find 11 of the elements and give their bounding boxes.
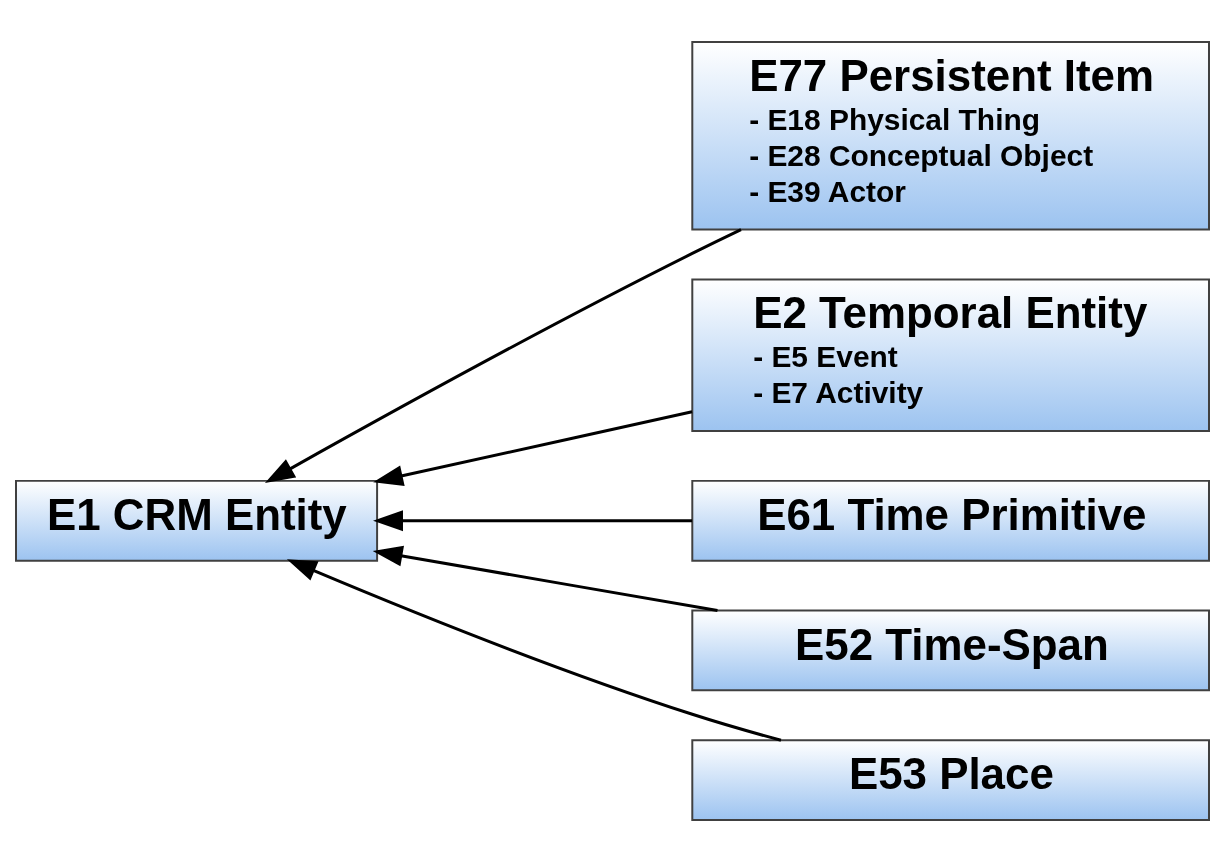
node-box: E53 Place [691, 738, 1210, 821]
arrow [264, 227, 742, 483]
node-box: E77 Persistent Item - E18 Physical Thing - E28 Conceptual Object - E39 Actor [691, 40, 1210, 230]
node-box: E1 CRM Entity [15, 479, 379, 562]
arrow [372, 545, 718, 612]
arrow [373, 509, 693, 531]
node-box: E52 Time-Span [691, 609, 1210, 691]
arrow [286, 558, 782, 742]
arrow [373, 409, 693, 486]
node-box: E61 Time Primitive [691, 479, 1210, 562]
node-box: E2 Temporal Entity - E5 Event - E7 Activity [691, 277, 1210, 432]
